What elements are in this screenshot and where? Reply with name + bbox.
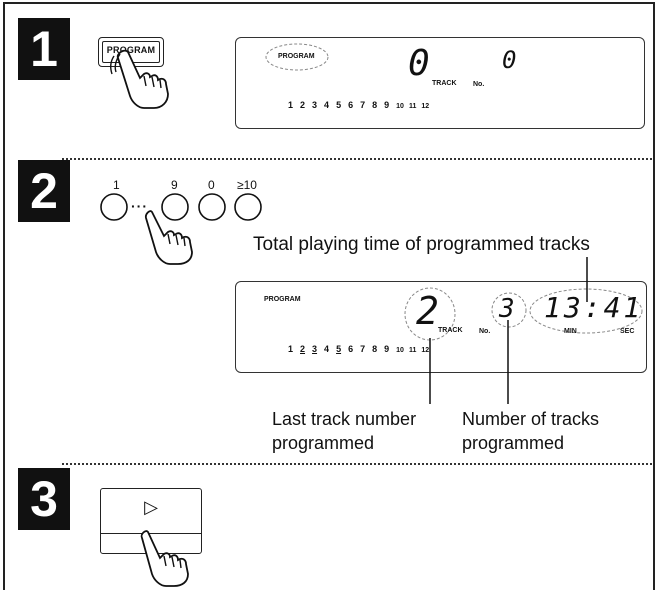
min-label: MIN: [564, 328, 577, 335]
track-num: 11: [408, 103, 417, 110]
track-num: 1: [288, 100, 294, 110]
caption-count-line2: programmed: [462, 433, 565, 453]
step-1-badge: 1: [18, 18, 70, 80]
caption-last-track-line1: Last track number: [272, 409, 417, 429]
program-count-digit: 0: [502, 46, 517, 74]
finger-press-icon: [144, 210, 193, 265]
track-num: 4: [324, 100, 330, 110]
track-num: 6: [348, 100, 354, 110]
track-num: 10: [396, 103, 404, 110]
track-num: 8: [372, 100, 378, 110]
caption-last-track-line2: programmed: [272, 433, 375, 453]
diagram-frame: [3, 2, 655, 590]
program-indicator: PROGRAM: [278, 53, 315, 60]
number-label-0: 0: [208, 178, 215, 192]
track-num: 9: [384, 344, 390, 354]
step-3-badge: 3: [18, 468, 70, 530]
step-2-badge: 2: [18, 160, 70, 222]
number-button-1[interactable]: [100, 193, 128, 221]
track-num: 10: [396, 347, 404, 354]
number-label-10plus: ≥10: [237, 178, 257, 192]
divider-dotted: [62, 463, 652, 465]
track-num: 7: [360, 344, 366, 354]
playing-time: 13:41: [544, 291, 644, 324]
button-edge-line: [101, 533, 201, 534]
finger-press-icon: [109, 49, 169, 109]
track-num: 3: [312, 100, 318, 110]
track-num: 12: [421, 347, 430, 354]
track-label: TRACK: [432, 80, 457, 87]
track-num: 4: [324, 344, 330, 354]
number-label-1: 1: [113, 178, 120, 192]
finger-press-icon: [140, 530, 189, 587]
track-num: 9: [384, 100, 390, 110]
track-num: 6: [348, 344, 354, 354]
sec-label: SEC: [620, 328, 635, 335]
track-num: 2: [300, 100, 306, 110]
number-button-0[interactable]: [198, 193, 226, 221]
program-indicator-oval: [265, 43, 329, 71]
time-highlight: [529, 288, 643, 334]
track-label: TRACK: [438, 327, 463, 334]
track-num: 11: [408, 347, 417, 354]
no-label: No.: [479, 328, 491, 335]
no-label: No.: [473, 81, 485, 88]
track-num: 1: [288, 344, 294, 354]
number-label-9: 9: [171, 178, 178, 192]
program-indicator: PROGRAM: [264, 296, 301, 303]
track-num-programmed: 2: [300, 344, 306, 354]
track-num: 12: [421, 103, 430, 110]
count-digit-highlight: [491, 292, 527, 328]
caption-total-time: Total playing time of programmed tracks: [253, 234, 590, 255]
track-num-programmed: 3: [312, 344, 318, 354]
divider-dotted: [62, 158, 652, 160]
track-num: 7: [360, 100, 366, 110]
track-number-digit: 2: [416, 289, 439, 333]
track-num: 8: [372, 344, 378, 354]
track-digit-highlight: [404, 287, 456, 341]
track-number-digit: 0: [408, 43, 430, 84]
ellipsis: ···: [131, 198, 148, 214]
number-button-9[interactable]: [161, 193, 189, 221]
track-num: 5: [336, 100, 342, 110]
number-button-10plus[interactable]: [234, 193, 262, 221]
caption-count-line1: Number of tracks: [462, 409, 600, 429]
play-icon: ▷: [144, 497, 158, 517]
track-num-programmed: 5: [336, 344, 342, 354]
program-count-digit: 3: [499, 294, 515, 324]
